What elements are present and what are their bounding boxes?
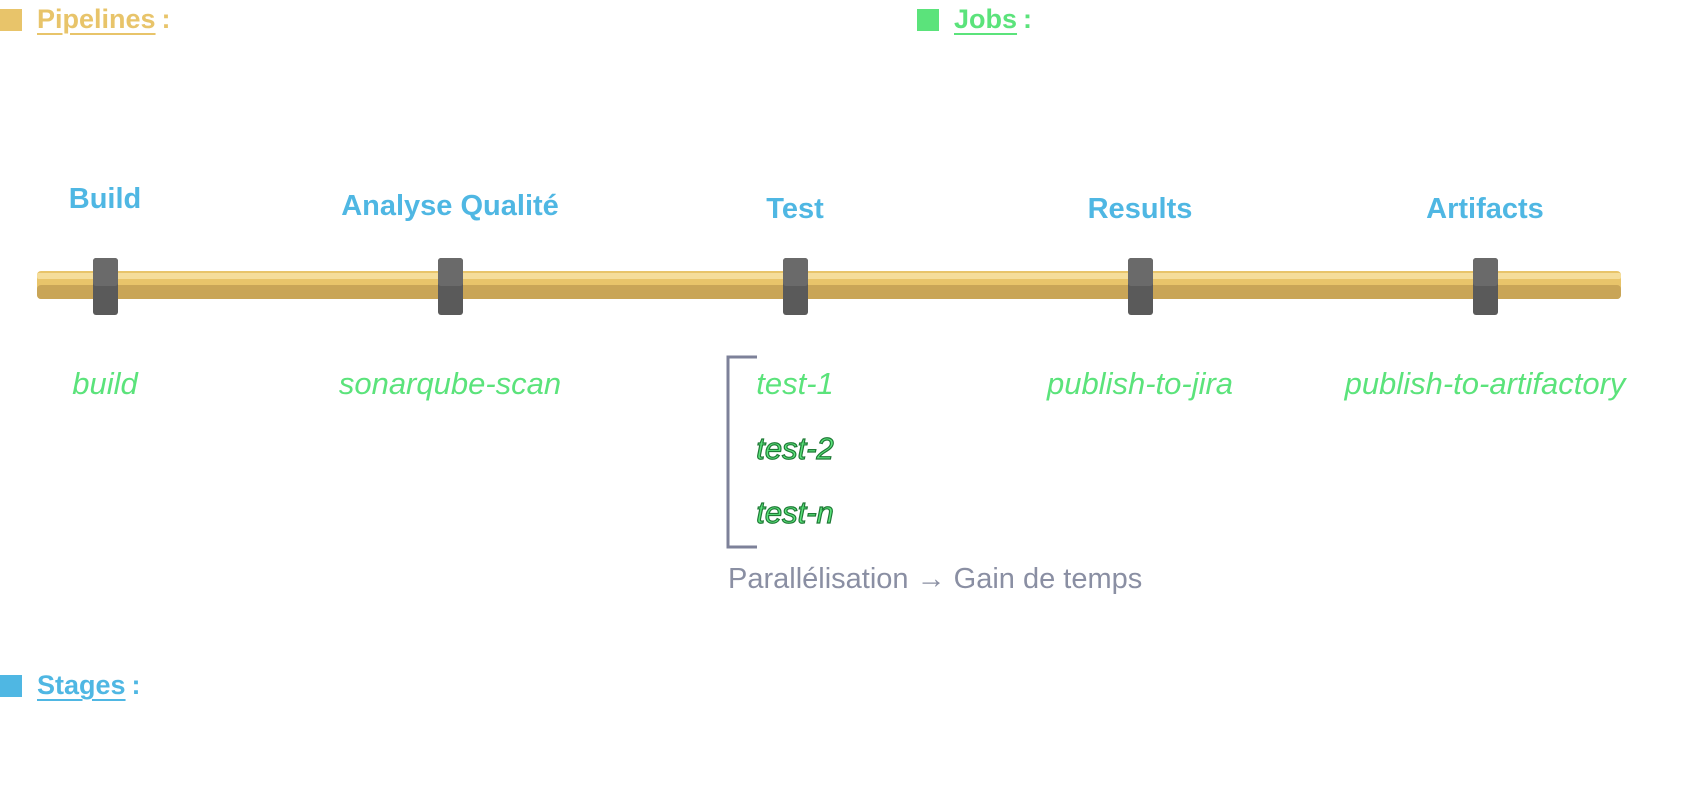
connector-artifacts [1473, 258, 1498, 315]
parallel-bracket [726, 355, 757, 549]
job-test-1: test-1 [756, 366, 834, 401]
parallelisation-note: Parallélisation → Gain de temps [728, 563, 1143, 595]
pipe-shadow [37, 285, 1621, 299]
legend-pipelines-colon: : [161, 4, 171, 34]
stage-results: Results [1087, 193, 1193, 225]
legend-pipelines-swatch [0, 8, 22, 31]
job-publish-to-jira: publish-to-jira [1046, 366, 1234, 401]
legend-stages: Stages : [0, 670, 141, 701]
legend-pipelines-label: Pipelines [37, 4, 156, 34]
legend-jobs-swatch [917, 8, 939, 31]
stage-build: Build [68, 183, 142, 215]
legend-jobs: Jobs : [917, 4, 1032, 35]
job-test-2: test-2 [756, 430, 835, 466]
legend-stages-colon: : [131, 670, 141, 700]
pipe-highlight [37, 273, 1621, 279]
job-build: build [72, 366, 138, 401]
stage-quality: Analyse Qualité [341, 190, 559, 222]
connector-build [93, 258, 118, 315]
legend-stages-label: Stages [37, 670, 126, 700]
legend-jobs-colon: : [1023, 4, 1033, 34]
job-test-n: test-n [756, 494, 835, 530]
connector-test [783, 258, 808, 315]
job-sonarqube-scan: sonarqube-scan [338, 366, 562, 401]
legend-stages-swatch [0, 674, 22, 697]
job-publish-to-artifactory: publish-to-artifactory [1344, 366, 1626, 401]
stage-test: Test [766, 193, 824, 225]
stage-artifacts: Artifacts [1426, 193, 1544, 225]
legend-jobs-label: Jobs [954, 4, 1018, 34]
legend-pipelines: Pipelines : [0, 4, 171, 35]
connector-quality [438, 258, 463, 315]
connector-results [1128, 258, 1153, 315]
